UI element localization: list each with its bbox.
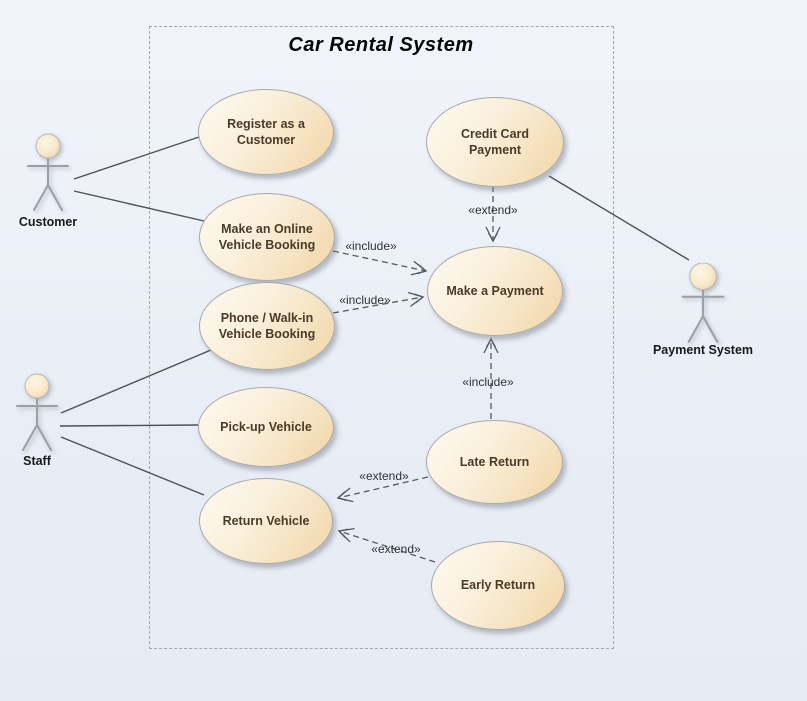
- usecase-label: Make an Online Vehicle Booking: [218, 221, 316, 252]
- extend-label-late-to-return: «extend»: [359, 469, 409, 483]
- usecase-label: Make a Payment: [446, 283, 544, 298]
- usecase-label: Phone / Walk-in Vehicle Booking: [218, 310, 316, 341]
- usecase-credit-card-payment: Credit Card Payment: [426, 97, 564, 187]
- usecase-label: Return Vehicle: [222, 513, 310, 528]
- extend-label-early-to-return: «extend»: [371, 542, 421, 556]
- diagram-title: Car Rental System: [288, 34, 474, 56]
- actor-customer-figure: [27, 133, 69, 211]
- usecase-label: Pick-up Vehicle: [220, 419, 312, 434]
- usecase-register-as-customer: Register as a Customer: [198, 89, 334, 175]
- usecase-return-vehicle: Return Vehicle: [199, 478, 333, 564]
- system-boundary-box: [149, 26, 614, 649]
- actor-staff-label: Staff: [23, 454, 51, 468]
- usecase-make-a-payment: Make a Payment: [427, 246, 563, 336]
- usecase-early-return: Early Return: [431, 541, 565, 630]
- include-label-phone-to-payment: «include»: [339, 293, 391, 307]
- usecase-label: Credit Card Payment: [460, 126, 530, 157]
- actor-payment-system-figure: [681, 263, 725, 343]
- usecase-online-vehicle-booking: Make an Online Vehicle Booking: [199, 193, 335, 281]
- usecase-label: Late Return: [459, 454, 530, 469]
- usecase-pickup-vehicle: Pick-up Vehicle: [198, 387, 334, 467]
- extend-label-credit-to-payment: «extend»: [468, 203, 518, 217]
- usecase-label: Early Return: [460, 578, 536, 593]
- usecase-label: Register as a Customer: [227, 116, 305, 147]
- actor-staff-figure: [16, 373, 58, 451]
- usecase-phone-walkin-booking: Phone / Walk-in Vehicle Booking: [199, 282, 335, 370]
- include-label-online-to-payment: «include»: [345, 239, 397, 253]
- usecase-late-return: Late Return: [426, 420, 563, 504]
- actor-payment-system-label: Payment System: [652, 343, 754, 357]
- actor-customer-label: Customer: [18, 215, 78, 229]
- include-label-late-to-payment: «include»: [462, 375, 514, 389]
